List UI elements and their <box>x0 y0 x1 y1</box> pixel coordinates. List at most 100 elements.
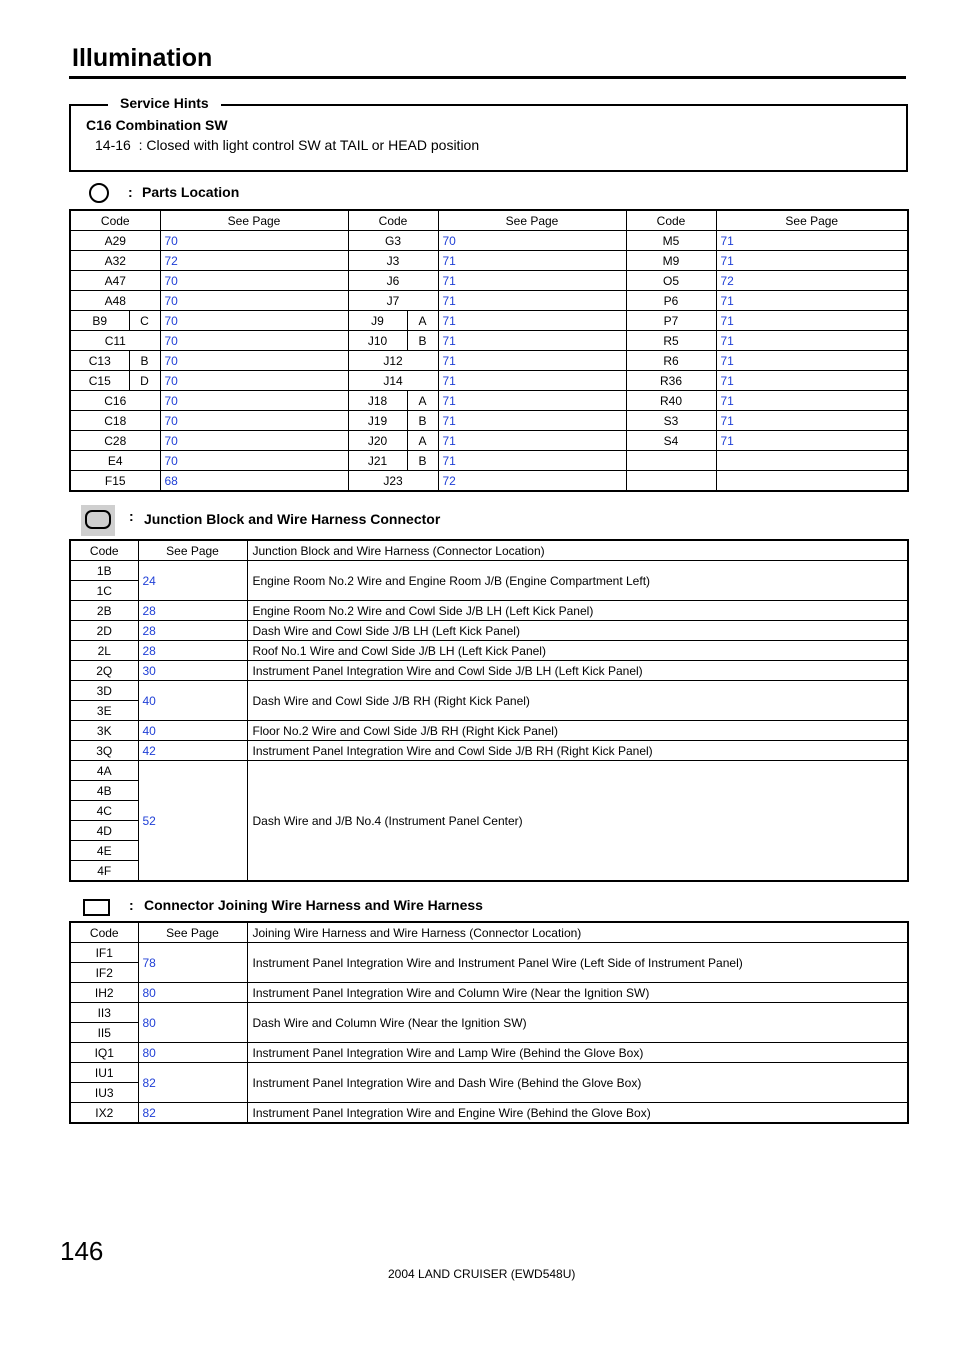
see-page-link: 40 <box>137 680 248 721</box>
see-page-link: 70 <box>159 330 349 351</box>
see-page-link: 68 <box>159 470 349 492</box>
see-page-link: 80 <box>137 982 248 1003</box>
see-page-link: 71 <box>437 450 627 471</box>
connector-code: IU1 <box>69 1062 139 1083</box>
see-page-link: 71 <box>715 290 909 311</box>
see-page-link: 52 <box>137 760 248 882</box>
connector-code: IQ1 <box>69 1042 139 1063</box>
part-code: J23 <box>347 470 439 492</box>
header-see-page: See Page <box>137 539 248 561</box>
header-location: Joining Wire Harness and Wire Harness (C… <box>246 921 909 943</box>
connector-code: IU3 <box>69 1082 139 1103</box>
header-code: Code <box>347 209 439 231</box>
header-code: Code <box>69 921 139 943</box>
connector-location: Instrument Panel Integration Wire and Co… <box>246 740 909 761</box>
part-code: C28 <box>69 430 161 451</box>
see-page-link: 78 <box>137 942 248 983</box>
connector-code: 3Q <box>69 740 139 761</box>
circle-icon <box>89 183 109 203</box>
page-number: 146 <box>60 1236 104 1266</box>
part-code: R5 <box>625 330 717 351</box>
header-see-page: See Page <box>437 209 627 231</box>
see-page-link: 70 <box>159 430 349 451</box>
connector-location: Dash Wire and Cowl Side J/B RH (Right Ki… <box>246 680 909 721</box>
connector-location: Engine Room No.2 Wire and Engine Room J/… <box>246 560 909 601</box>
connector-code: II5 <box>69 1022 139 1043</box>
part-code: C16 <box>69 390 161 411</box>
connector-code: 4C <box>69 800 139 821</box>
part-sub-code: B <box>406 450 439 471</box>
see-page-link <box>715 470 909 492</box>
part-sub-code: B <box>406 330 439 351</box>
see-page-link: 71 <box>437 310 627 331</box>
part-code: C15 <box>69 370 130 391</box>
part-code <box>625 470 717 492</box>
connector-location: Engine Room No.2 Wire and Cowl Side J/B … <box>246 600 909 621</box>
title-rule <box>69 76 906 79</box>
part-code: S4 <box>625 430 717 451</box>
part-code: R40 <box>625 390 717 411</box>
part-code <box>625 450 717 471</box>
part-code: C13 <box>69 350 130 371</box>
service-hints-box <box>69 104 908 172</box>
connector-location: Roof No.1 Wire and Cowl Side J/B LH (Lef… <box>246 640 909 661</box>
part-code: A29 <box>69 230 161 251</box>
header-code: Code <box>625 209 717 231</box>
part-sub-code: C <box>128 310 161 331</box>
see-page-link: 71 <box>437 370 627 391</box>
connector-joining-colon: : <box>129 897 134 913</box>
see-page-link: 71 <box>715 350 909 371</box>
part-code: J3 <box>347 250 439 271</box>
connector-location: Instrument Panel Integration Wire and In… <box>246 942 909 983</box>
see-page-link: 70 <box>159 350 349 371</box>
see-page-link: 71 <box>437 330 627 351</box>
see-page-link <box>715 450 909 471</box>
see-page-link: 71 <box>437 430 627 451</box>
rounded-rect-icon <box>85 510 111 529</box>
see-page-link: 28 <box>137 620 248 641</box>
see-page-link: 28 <box>137 640 248 661</box>
table-row: IU3 <box>69 1082 908 1103</box>
part-code: M9 <box>625 250 717 271</box>
connector-location: Dash Wire and J/B No.4 (Instrument Panel… <box>246 760 909 882</box>
table-row: 4F <box>69 860 908 882</box>
see-page-link: 71 <box>437 410 627 431</box>
see-page-link: 71 <box>715 230 909 251</box>
part-code: J12 <box>347 350 439 371</box>
connector-location: Instrument Panel Integration Wire and En… <box>246 1102 909 1124</box>
page-title: Illumination <box>72 44 213 72</box>
see-page-link: 70 <box>159 370 349 391</box>
part-code: P7 <box>625 310 717 331</box>
part-code: P6 <box>625 290 717 311</box>
part-code: J6 <box>347 270 439 291</box>
see-page-link: 82 <box>137 1102 248 1124</box>
see-page-link: 71 <box>437 290 627 311</box>
connector-code: II3 <box>69 1002 139 1023</box>
connector-code: 4E <box>69 840 139 861</box>
part-sub-code: D <box>128 370 161 391</box>
part-code: J18 <box>347 390 408 411</box>
see-page-link: 30 <box>137 660 248 681</box>
connector-location: Dash Wire and Column Wire (Near the Igni… <box>246 1002 909 1043</box>
see-page-link: 71 <box>715 250 909 271</box>
header-see-page: See Page <box>137 921 248 943</box>
connector-code: 3D <box>69 680 139 701</box>
connector-location: Instrument Panel Integration Wire and La… <box>246 1042 909 1063</box>
